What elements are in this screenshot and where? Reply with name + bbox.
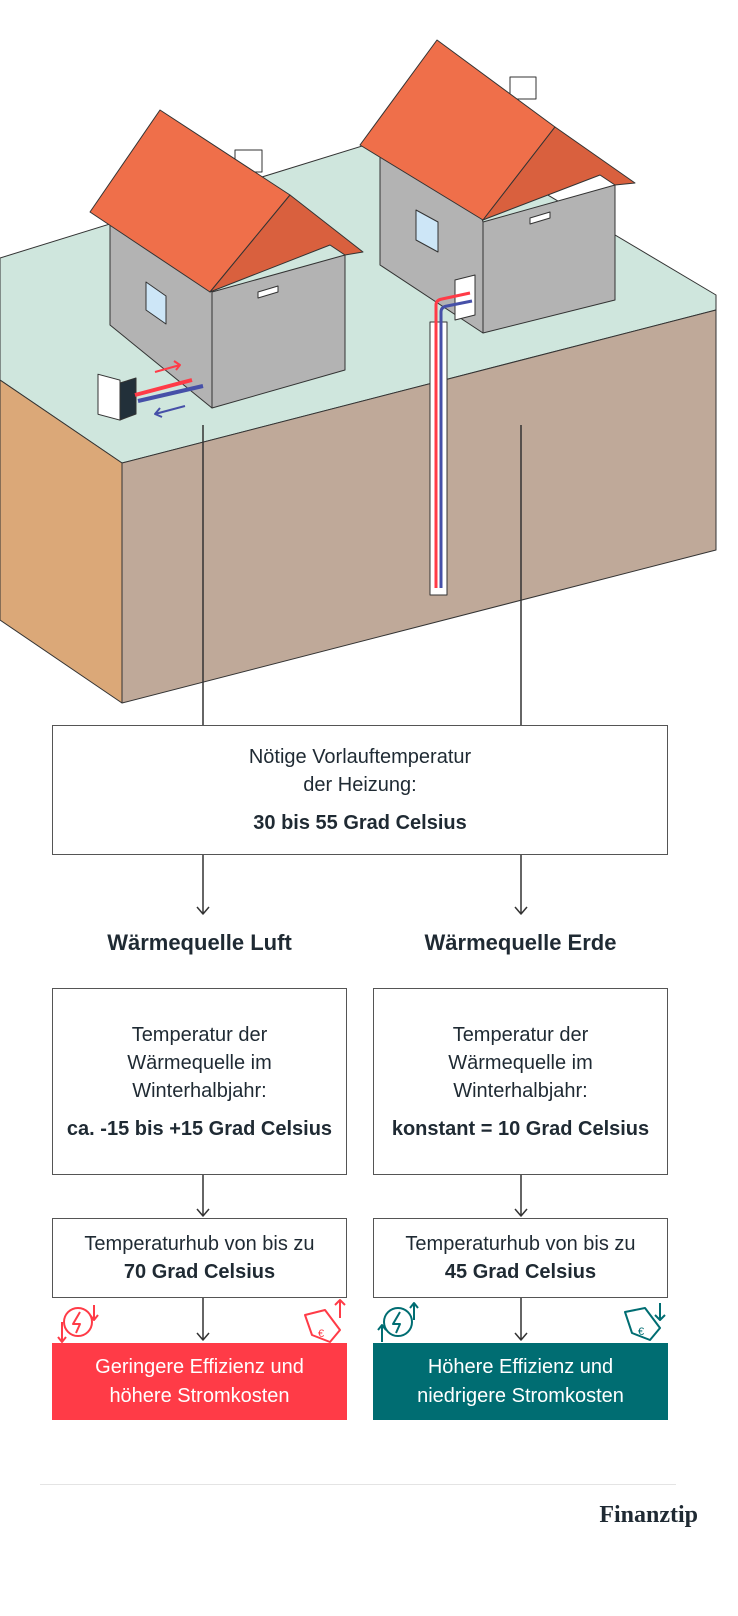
footer-divider xyxy=(40,1484,676,1485)
ground-temp-line1: Temperatur der xyxy=(452,1023,589,1046)
ground-temperature-box: Temperatur der Wärmequelle im Winterhalb… xyxy=(373,988,668,1175)
ground-result-line1: Höhere Effizienz und xyxy=(427,1355,614,1378)
price-tag-up-icon: € xyxy=(304,1299,346,1343)
flow-temperature-box: Nötige Vorlauftemperatur der Heizung: 30… xyxy=(52,725,668,855)
air-temp-line3: Winterhalbjahr: xyxy=(132,1079,267,1102)
air-temp-value: ca. -15 bis +15 Grad Celsius xyxy=(66,1117,333,1140)
ground-lift-text: Temperaturhub von bis zu xyxy=(405,1233,636,1255)
ground-lift-value: 45 Grad Celsius xyxy=(444,1261,597,1283)
air-lift-box: Temperaturhub von bis zu 70 Grad Celsius xyxy=(52,1218,347,1298)
air-lift-value: 70 Grad Celsius xyxy=(123,1261,276,1283)
gear-lightning-icon-left xyxy=(57,1305,99,1343)
heading-air: Wärmequelle Luft xyxy=(107,930,292,955)
ground-temp-line3: Winterhalbjahr: xyxy=(453,1079,588,1102)
air-temp-line2: Wärmequelle im xyxy=(127,1051,272,1074)
price-tag-down-icon: € xyxy=(624,1303,666,1341)
flow-temp-line2: der Heizung: xyxy=(303,774,417,796)
finanztip-logo: Finanztip xyxy=(599,1502,698,1528)
air-result-box: Geringere Effizienz und höhere Stromkost… xyxy=(52,1343,347,1420)
air-result-line1: Geringere Effizienz und xyxy=(95,1355,304,1378)
air-lift-text: Temperaturhub von bis zu xyxy=(84,1233,315,1255)
ground-result-line2: niedrigere Stromkosten xyxy=(417,1384,624,1407)
ground-side-front xyxy=(121,309,717,704)
air-result-line2: höhere Stromkosten xyxy=(109,1384,290,1407)
ground-temp-line2: Wärmequelle im xyxy=(448,1051,593,1074)
air-temperature-box: Temperatur der Wärmequelle im Winterhalb… xyxy=(52,988,347,1175)
connector-lines xyxy=(196,425,528,1341)
ground-result-box: Höhere Effizienz und niedrigere Stromkos… xyxy=(373,1343,668,1420)
house-ground xyxy=(359,39,636,596)
air-temp-line1: Temperatur der xyxy=(131,1023,268,1046)
ground-temp-value: konstant = 10 Grad Celsius xyxy=(391,1117,650,1140)
gear-lightning-icon-right xyxy=(377,1302,419,1342)
svg-text:€: € xyxy=(318,1328,324,1340)
svg-text:€: € xyxy=(638,1326,644,1338)
flow-temp-value: 30 bis 55 Grad Celsius xyxy=(253,812,467,834)
ground-lift-box: Temperaturhub von bis zu 45 Grad Celsius xyxy=(373,1218,668,1298)
house-air xyxy=(89,109,364,421)
flow-temp-line1: Nötige Vorlauftemperatur xyxy=(248,746,472,768)
heading-ground: Wärmequelle Erde xyxy=(424,930,617,955)
